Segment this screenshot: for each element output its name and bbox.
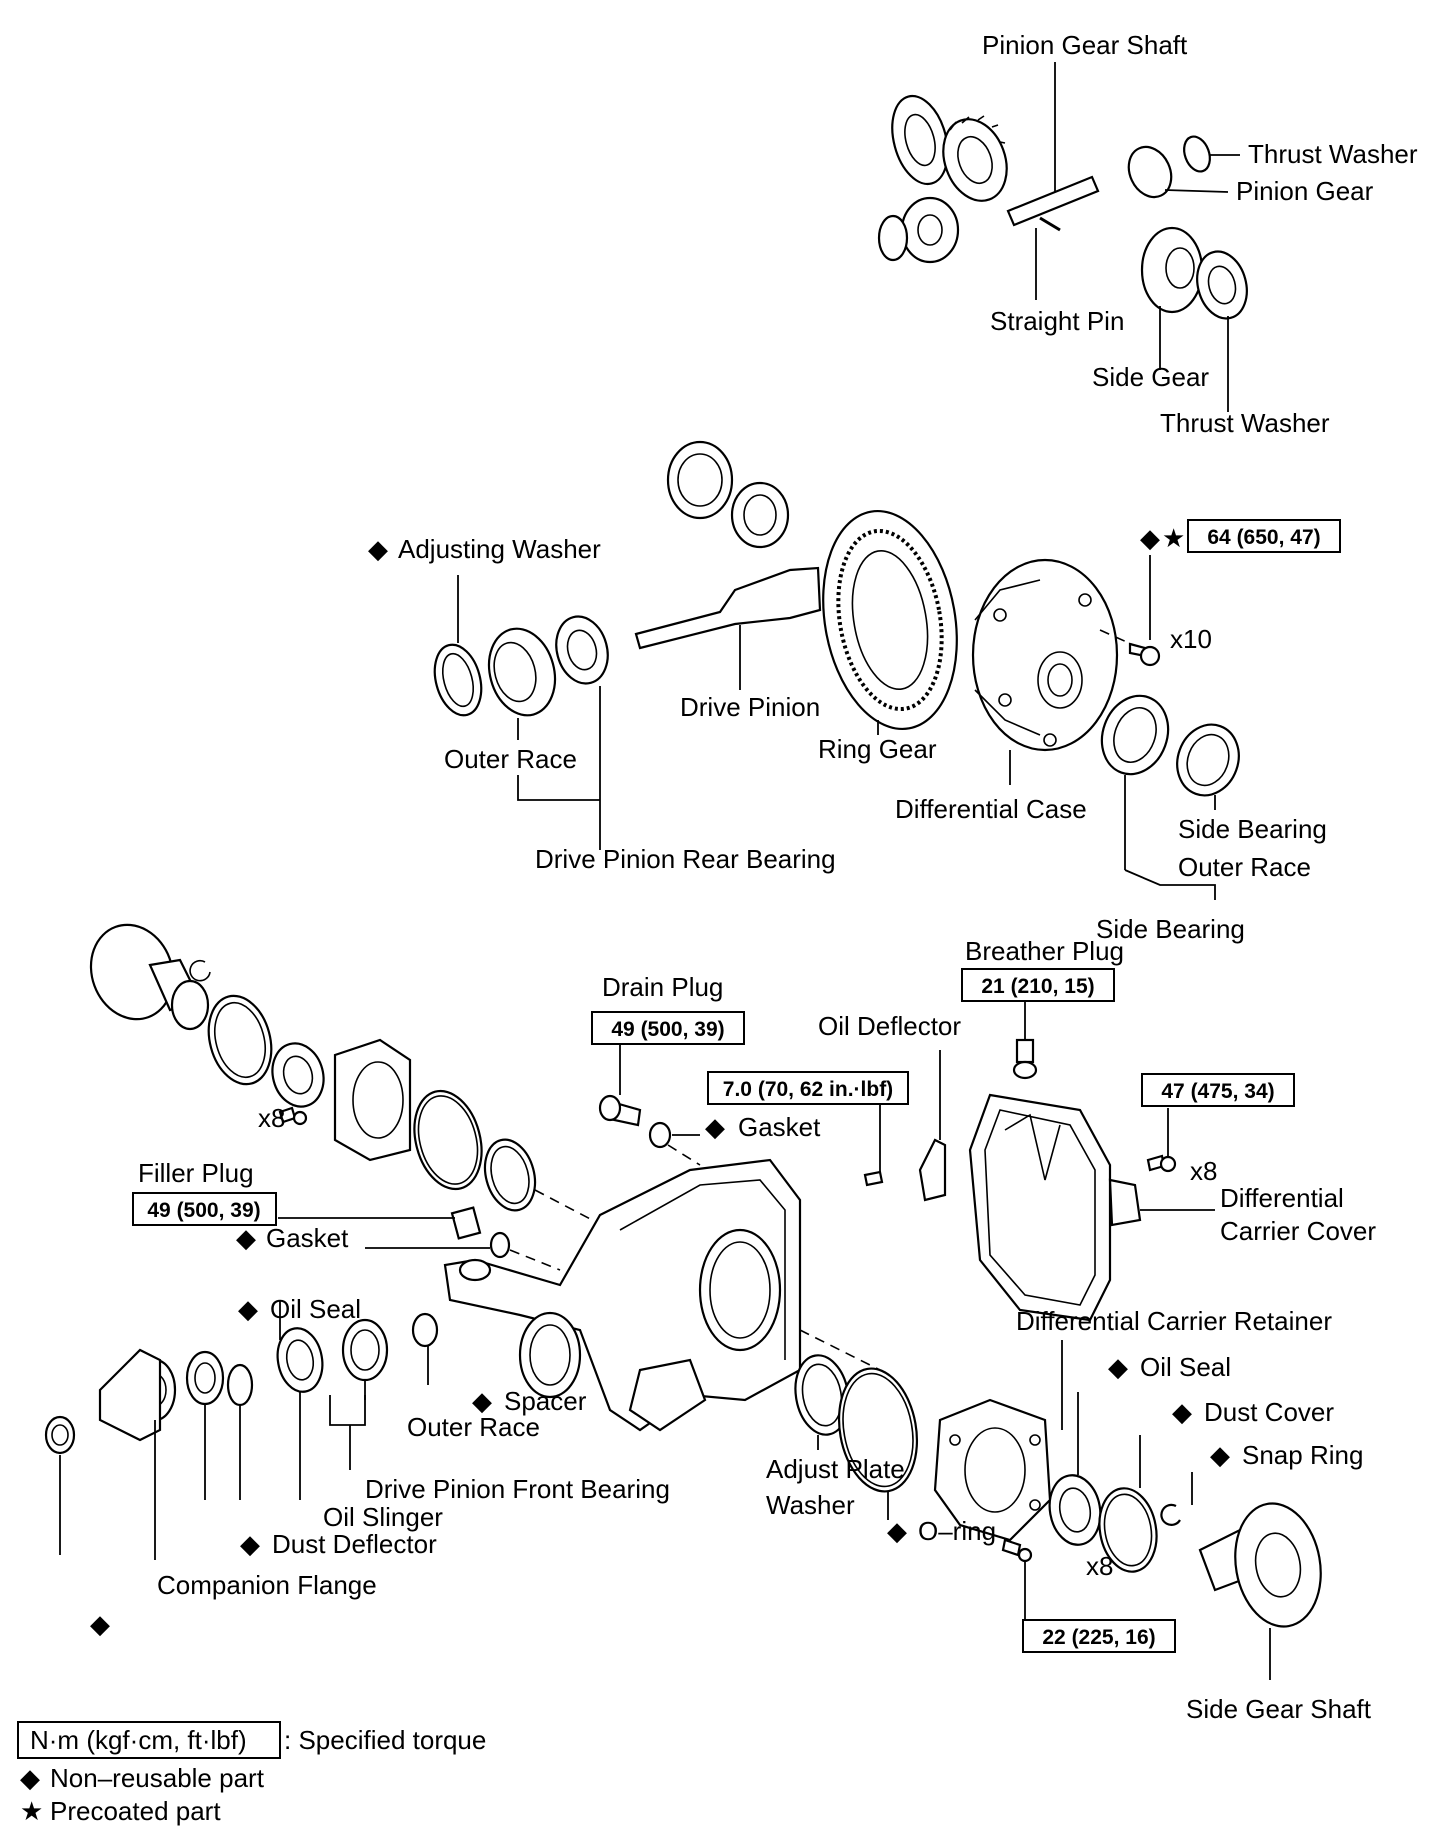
non-reusable-diamond: ◆ [238, 1294, 258, 1324]
torque-breather-plug: 21 (210, 15) [981, 975, 1094, 998]
torque-oil-deflector: 7.0 (70, 62 in.·lbf) [723, 1078, 893, 1101]
label-breather-plug: Breather Plug [965, 936, 1124, 966]
torque-retainer: 22 (225, 16) [1042, 1626, 1155, 1649]
legend-non-reusable: Non–reusable part [50, 1763, 265, 1793]
label-drive-pinion: Drive Pinion [680, 692, 820, 722]
label-thrust-washer-top: Thrust Washer [1248, 139, 1418, 169]
non-reusable-diamond: ◆ [705, 1112, 725, 1142]
torque-box-oil-deflector [707, 1071, 909, 1105]
label-side-bearing: Side Bearing [1096, 914, 1245, 944]
label-gasket-drain: Gasket [738, 1112, 821, 1142]
label-adjust-plate-washer-2: Washer [766, 1490, 855, 1520]
label-filler-plug: Filler Plug [138, 1158, 254, 1188]
non-reusable-diamond: ◆ [1108, 1352, 1128, 1382]
non-reusable-diamond: ◆ [472, 1386, 492, 1416]
label-outer-race-top: Outer Race [444, 744, 577, 774]
torque-drain-plug: 49 (500, 39) [611, 1018, 724, 1041]
torque-ring-gear-bolt: 64 (650, 47) [1207, 526, 1320, 549]
label-side-bearing-outer-race-2: Outer Race [1178, 852, 1311, 882]
torque-box-carrier-cover [1141, 1073, 1295, 1107]
label-differential-case: Differential Case [895, 794, 1087, 824]
precoated-star: ★ [1162, 523, 1185, 553]
legend-torque-box [17, 1721, 281, 1759]
non-reusable-diamond: ◆ [1172, 1397, 1192, 1427]
label-o-ring: O–ring [918, 1516, 996, 1546]
legend-precoated: Precoated part [50, 1796, 221, 1826]
label-straight-pin: Straight Pin [990, 306, 1124, 336]
top-labels: Pinion Gear Shaft Thrust Washer Pinion G… [982, 30, 1418, 438]
label-x8-cover: x8 [1190, 1156, 1217, 1186]
label-x8-retainer: x8 [1086, 1551, 1113, 1581]
non-reusable-diamond: ◆ [368, 534, 388, 564]
label-snap-ring: Snap Ring [1242, 1440, 1363, 1470]
label-pinion-gear: Pinion Gear [1236, 176, 1374, 206]
label-x8-flange: x8 [258, 1103, 285, 1133]
label-dust-cover: Dust Cover [1204, 1397, 1334, 1427]
non-reusable-diamond: ◆ [240, 1529, 260, 1559]
label-oil-slinger: Oil Slinger [323, 1502, 443, 1532]
label-ring-gear: Ring Gear [818, 734, 937, 764]
differential-internal-parts [877, 62, 1248, 412]
label-dust-deflector: Dust Deflector [272, 1529, 437, 1559]
label-side-gear-shaft: Side Gear Shaft [1186, 1694, 1372, 1724]
label-thrust-washer-bottom: Thrust Washer [1160, 408, 1330, 438]
non-reusable-diamond: ◆ [236, 1223, 256, 1253]
torque-box-filler-plug [132, 1192, 277, 1226]
non-reusable-diamond: ◆ [887, 1516, 907, 1546]
label-differential-carrier-retainer: Differential Carrier Retainer [1016, 1306, 1332, 1336]
label-companion-flange: Companion Flange [157, 1570, 377, 1600]
label-oil-seal-right: Oil Seal [1140, 1352, 1231, 1382]
non-reusable-diamond: ◆ [90, 1609, 110, 1639]
label-side-bearing-outer-race-1: Side Bearing [1178, 814, 1327, 844]
carrier-labels: x8 Drain Plug 49 (500, 39) 7.0 (70, 62 i… [90, 936, 1376, 1724]
torque-carrier-cover: 47 (475, 34) [1161, 1080, 1274, 1103]
label-adjust-plate-washer-1: Adjust Plate [766, 1454, 905, 1484]
torque-box-retainer [1022, 1619, 1176, 1653]
label-drive-pinion-front-bearing: Drive Pinion Front Bearing [365, 1474, 670, 1504]
legend-star-icon: ★ [20, 1796, 43, 1826]
legend-diamond-icon: ◆ [20, 1763, 40, 1793]
carrier-parts [44, 923, 1322, 1680]
label-adjusting-washer: Adjusting Washer [398, 534, 601, 564]
torque-filler-plug: 49 (500, 39) [147, 1199, 260, 1222]
label-pinion-gear-shaft: Pinion Gear Shaft [982, 30, 1188, 60]
label-oil-seal-left: Oil Seal [270, 1294, 361, 1324]
torque-box-breather-plug [961, 968, 1115, 1002]
label-differential-carrier-cover-1: Differential [1220, 1183, 1344, 1213]
label-differential-carrier-cover-2: Carrier Cover [1220, 1216, 1376, 1246]
label-outer-race-bottom: Outer Race [407, 1412, 540, 1442]
non-reusable-diamond: ◆ [1140, 523, 1160, 553]
torque-box-drain-plug [591, 1011, 745, 1045]
label-gasket-filler: Gasket [266, 1223, 349, 1253]
torque-box-ring-gear-bolt [1187, 519, 1341, 553]
label-side-gear: Side Gear [1092, 362, 1209, 392]
label-drain-plug: Drain Plug [602, 972, 723, 1002]
non-reusable-diamond: ◆ [1210, 1440, 1230, 1470]
legend: N·m (kgf·cm, ft·lbf) : Specified torque … [17, 1721, 486, 1826]
middle-parts [433, 440, 1240, 900]
label-spacer: Spacer [504, 1386, 587, 1416]
legend-torque-unit: N·m (kgf·cm, ft·lbf) [30, 1725, 247, 1755]
label-oil-deflector: Oil Deflector [818, 1011, 961, 1041]
middle-labels: ◆ Adjusting Washer Outer Race Drive Pini… [368, 519, 1341, 944]
label-x10: x10 [1170, 624, 1212, 654]
legend-torque-desc: : Specified torque [284, 1725, 486, 1755]
label-drive-pinion-rear-bearing: Drive Pinion Rear Bearing [535, 844, 836, 874]
